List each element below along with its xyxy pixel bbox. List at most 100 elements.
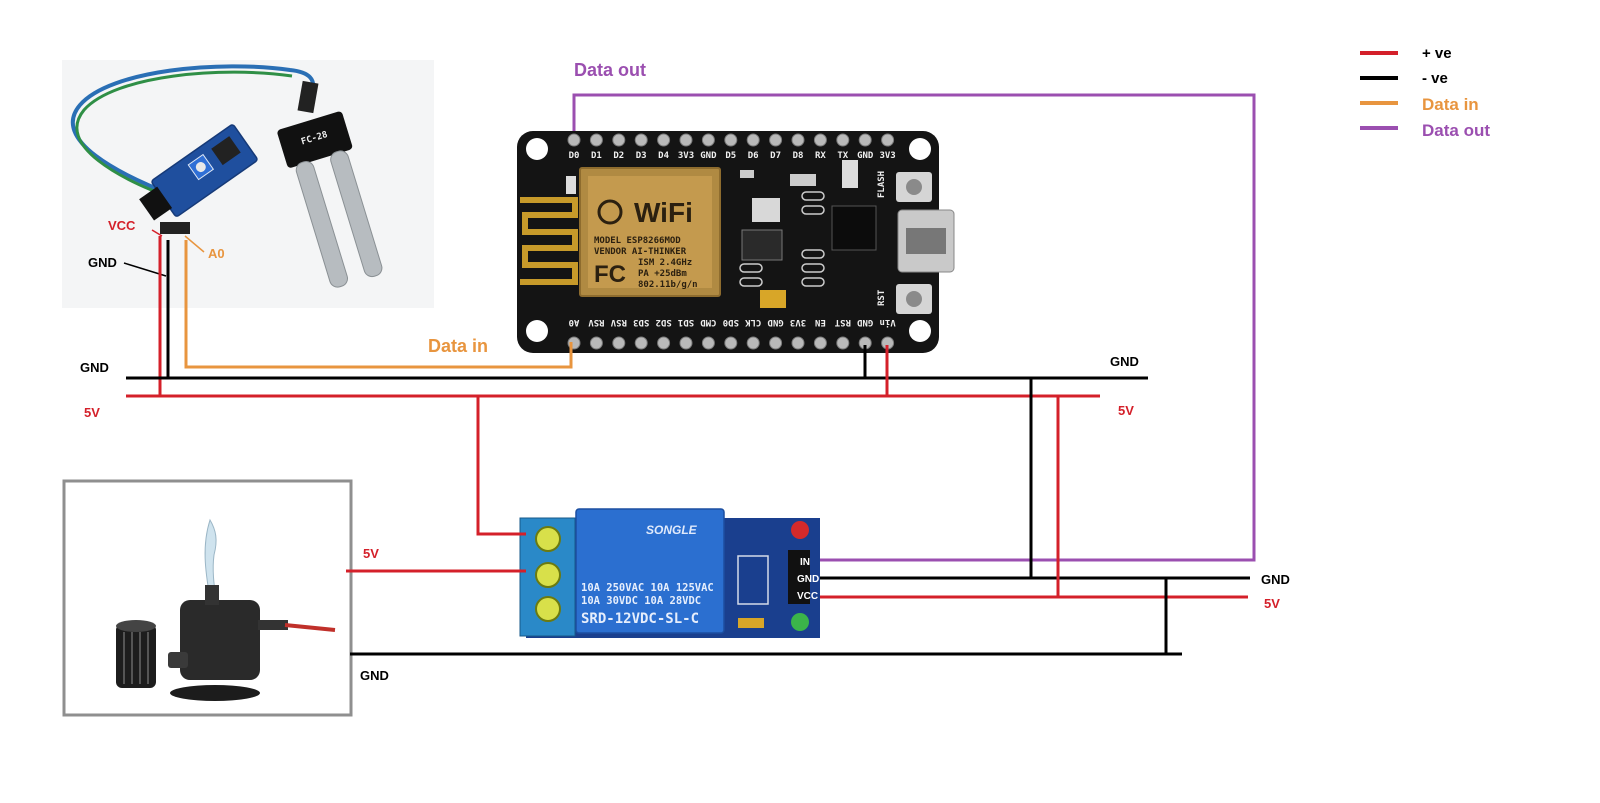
module-line-2: VENDOR AI-THINKER [594, 247, 687, 257]
nodemcu-top-pin [746, 133, 760, 147]
nodemcu-top-pin-label: TX [837, 151, 848, 161]
nodemcu-bottom-pin-label: SD0 [723, 317, 739, 327]
nodemcu-top-pin-label: D3 [636, 151, 647, 161]
nodemcu-top-pin [634, 133, 648, 147]
data-out-wire [572, 93, 1256, 562]
relay-pin-gnd-label: GND [797, 574, 819, 585]
pump-gnd-label: GND [360, 668, 389, 683]
nodemcu-bottom-pin-label: RSV [610, 317, 627, 327]
legend-data-out-label: Data out [1422, 121, 1490, 140]
nodemcu-bottom-pin [589, 336, 603, 350]
nodemcu-top-pin [724, 133, 738, 147]
module-line-1: MODEL ESP8266MOD [594, 236, 681, 246]
water-pump [62, 479, 353, 717]
v5-left-label: 5V [84, 405, 100, 420]
nodemcu-top-pin-label: D2 [613, 151, 624, 161]
wires [126, 93, 1256, 656]
data-in-label: Data in [428, 336, 488, 356]
nodemcu-bottom-pin-label: SD2 [655, 317, 671, 327]
wifi-logo: WiFi [634, 197, 693, 228]
nodemcu-top-pin-label: D5 [725, 151, 736, 161]
gnd-left-label: GND [80, 360, 109, 375]
nodemcu-top-pin-label: D4 [658, 151, 669, 161]
nodemcu-top-pin-label: D1 [591, 151, 602, 161]
v5-right-label: 5V [1118, 403, 1134, 418]
nodemcu-top-pin-label: GND [857, 151, 874, 161]
nodemcu-bottom-pin-label: CMD [700, 317, 717, 327]
relay-pin-vcc-label: VCC [797, 591, 818, 602]
nodemcu-bottom-pin [701, 336, 715, 350]
nodemcu-bottom-pin-label: EN [815, 317, 826, 327]
rst-label: RST [877, 289, 887, 306]
nodemcu-top-pin [567, 133, 581, 147]
data-out-label: Data out [574, 60, 646, 80]
nodemcu-bottom-pin-label: GND [856, 317, 873, 327]
nodemcu-top-pin [701, 133, 715, 147]
nodemcu-bottom-pin [769, 336, 783, 350]
legend: + ve - ve Data in Data out [1360, 45, 1490, 140]
relay-pin-in-label: IN [800, 557, 810, 568]
nodemcu-bottom-pin [724, 336, 738, 350]
module-line-3: ISM 2.4GHz [638, 258, 692, 268]
nodemcu-bottom-pin-label: A0 [569, 317, 580, 327]
nodemcu-top-pin [881, 133, 895, 147]
nodemcu-bottom-pin-label: 3V3 [790, 317, 806, 327]
nodemcu-top-pin-label: GND [700, 151, 717, 161]
pump-5v-label: 5V [363, 546, 379, 561]
fc-mark: FC [594, 261, 626, 288]
module-line-5: 802.11b/g/n [638, 280, 698, 290]
nodemcu-bottom-pin [746, 336, 760, 350]
nodemcu-bottom-pin-label: SD3 [633, 317, 649, 327]
relay-brand: SONGLE [646, 523, 698, 537]
soil-moisture-sensor: FC-28 VCC GND A0 [62, 60, 434, 308]
sensor-gnd-label: GND [88, 255, 117, 270]
module-line-4: PA +25dBm [638, 269, 687, 279]
relay-gnd-label: GND [1261, 572, 1290, 587]
relay-line-1: 10A 250VAC 10A 125VAC [581, 582, 714, 594]
nodemcu-top-pin-label: 3V3 [678, 151, 694, 161]
nodemcu-top-pin-label: 3V3 [879, 151, 895, 161]
nodemcu-top-pin [612, 133, 626, 147]
sensor-a0-label: A0 [208, 246, 225, 261]
nodemcu-top-pin-label: RX [815, 151, 826, 161]
nodemcu-top-pin-label: D6 [748, 151, 759, 161]
nodemcu-top-pin-label: D8 [793, 151, 804, 161]
nodemcu-bottom-pin-label: Vin [879, 317, 895, 328]
nodemcu-bottom-pin [791, 336, 805, 350]
relay-module: SONGLE 10A 250VAC 10A 125VAC 10A 30VDC 1… [519, 508, 820, 638]
relay-vcc-wire [820, 396, 1060, 599]
sensor-vcc-label: VCC [108, 218, 136, 233]
relay-line-2: 10A 30VDC 10A 28VDC [581, 595, 701, 607]
legend-data-in-label: Data in [1422, 95, 1479, 114]
nodemcu-bottom-pin [679, 336, 693, 350]
nodemcu-top-pin [769, 133, 783, 147]
nodemcu-top-pin [836, 133, 850, 147]
nodemcu-top-pin [858, 133, 872, 147]
nodemcu-top-pin [657, 133, 671, 147]
nodemcu-top-pin-label: D0 [569, 151, 580, 161]
gnd-right-label: GND [1110, 354, 1139, 369]
nodemcu-bottom-pin [634, 336, 648, 350]
nodemcu-bottom-pin-label: RSV [588, 317, 605, 327]
nodemcu-bottom-pin-label: SD1 [678, 317, 694, 327]
relay-model: SRD-12VDC-SL-C [581, 611, 699, 627]
nodemcu-bottom-pin [657, 336, 671, 350]
nodemcu-bottom-pin-label: RST [834, 317, 851, 327]
data-in-wire [184, 240, 573, 369]
nodemcu-bottom-pin-label: GND [767, 317, 784, 327]
nodemcu-top-pin-label: D7 [770, 151, 781, 161]
nodemcu-bottom-pin [612, 336, 626, 350]
flash-label: FLASH [877, 171, 887, 198]
nodemcu-top-pin [813, 133, 827, 147]
relay-5v-label: 5V [1264, 596, 1280, 611]
nodemcu-bottom-pin-label: CLK [744, 317, 761, 327]
nodemcu-top-pin [589, 133, 603, 147]
legend-negative-label: - ve [1422, 70, 1448, 87]
relay-com-wire [476, 396, 526, 536]
relay-gnd-wire [820, 378, 1033, 580]
nodemcu-top-pin [679, 133, 693, 147]
nodemcu-bottom-pin [813, 336, 827, 350]
nodemcu-bottom-pin [836, 336, 850, 350]
